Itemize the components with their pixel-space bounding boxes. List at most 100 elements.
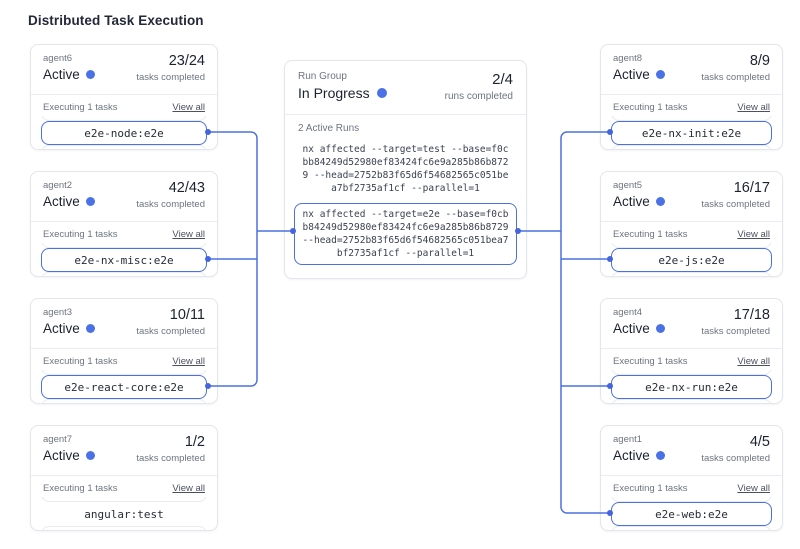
agent-name-label: agent8 xyxy=(613,53,643,64)
task-list: e2e-nx-misc:e2e xyxy=(41,243,207,276)
tasks-count: 1/2 xyxy=(184,434,205,450)
active-status-dot-icon xyxy=(655,324,665,333)
agent-name-label: agent5 xyxy=(613,180,643,191)
ghost-task-pill xyxy=(41,272,207,276)
ghost-task-pill xyxy=(41,526,207,530)
task-pill[interactable]: e2e-react-core:e2e xyxy=(41,375,207,399)
task-pill[interactable]: e2e-node:e2e xyxy=(41,121,207,145)
in-progress-dot-icon xyxy=(376,88,387,98)
task-pill[interactable]: e2e-nx-misc:e2e xyxy=(41,248,207,272)
active-status-dot-icon xyxy=(85,324,95,333)
tasks-completed-label: tasks completed xyxy=(701,326,770,337)
view-all-link[interactable]: View all xyxy=(737,101,770,113)
agent-name-label: agent4 xyxy=(613,307,643,318)
agent-status: Active xyxy=(613,321,665,336)
task-pill[interactable]: e2e-js:e2e xyxy=(611,248,772,272)
agent-card: agent6 Active 23/24 tasks completed Exec… xyxy=(30,44,218,150)
agent-card-header: agent3 Active 10/11 tasks completed xyxy=(31,299,217,349)
run-group-header: Run Group In Progress 2/4 runs completed xyxy=(285,61,526,115)
agent-card-header: agent1 Active 4/5 tasks completed xyxy=(601,426,782,476)
run-command[interactable]: nx affected --target=e2e --base=f0cbb842… xyxy=(294,203,517,265)
agent-card-header: agent5 Active 16/17 tasks completed xyxy=(601,172,782,222)
tasks-count: 16/17 xyxy=(733,180,770,196)
task-list: e2e-nx-run:e2e xyxy=(611,370,772,403)
agent-card-body: Executing 1 tasks View all e2e-nx-misc:e… xyxy=(31,222,217,276)
agent-status: Active xyxy=(43,321,95,336)
active-status-dot-icon xyxy=(85,451,95,460)
agent-name-label: agent6 xyxy=(43,53,73,64)
tasks-count: 23/24 xyxy=(168,53,205,69)
tasks-completed-label: tasks completed xyxy=(136,453,205,464)
task-list: e2e-react-core:e2e xyxy=(41,370,207,403)
task-pill[interactable]: angular:test xyxy=(41,502,207,526)
active-status-dot-icon xyxy=(655,70,665,79)
view-all-link[interactable]: View all xyxy=(737,482,770,494)
ghost-task-pill xyxy=(611,145,772,149)
ghost-task-pill xyxy=(41,145,207,149)
active-runs-label: 2 Active Runs xyxy=(298,123,360,134)
tasks-completed-label: tasks completed xyxy=(701,72,770,83)
agent-status-label: Active xyxy=(613,448,650,463)
run-command-list: nx affected --target=test --base=f0cbb84… xyxy=(294,140,517,265)
agent-card-body: Executing 1 tasks View all e2e-node:e2e xyxy=(31,95,217,149)
run-group-body: 2 Active Runs nx affected --target=test … xyxy=(285,115,526,265)
task-pill[interactable]: e2e-nx-run:e2e xyxy=(611,375,772,399)
agent-status-label: Active xyxy=(43,321,80,336)
tasks-count: 4/5 xyxy=(749,434,770,450)
tasks-completed-label: tasks completed xyxy=(701,199,770,210)
agent-status-label: Active xyxy=(43,67,80,82)
ghost-task-pill xyxy=(611,272,772,276)
task-pill[interactable]: e2e-nx-init:e2e xyxy=(611,121,772,145)
agent-card: agent3 Active 10/11 tasks completed Exec… xyxy=(30,298,218,404)
view-all-link[interactable]: View all xyxy=(172,228,205,240)
active-status-dot-icon xyxy=(85,70,95,79)
executing-tasks-label: Executing 1 tasks xyxy=(613,228,688,240)
view-all-link[interactable]: View all xyxy=(172,482,205,494)
executing-tasks-label: Executing 1 tasks xyxy=(613,482,688,494)
active-status-dot-icon xyxy=(85,197,95,206)
tasks-completed-label: tasks completed xyxy=(701,453,770,464)
tasks-count: 17/18 xyxy=(733,307,770,323)
agent-card: agent1 Active 4/5 tasks completed Execut… xyxy=(600,425,783,531)
agent-card-header: agent8 Active 8/9 tasks completed xyxy=(601,45,782,95)
active-status-dot-icon xyxy=(655,451,665,460)
agent-card: agent2 Active 42/43 tasks completed Exec… xyxy=(30,171,218,277)
tasks-completed-label: tasks completed xyxy=(136,72,205,83)
runs-completed-label: runs completed xyxy=(444,91,513,102)
run-group-label: Run Group xyxy=(298,71,347,82)
task-list: e2e-js:e2e xyxy=(611,243,772,276)
task-list: e2e-nx-init:e2e xyxy=(611,116,772,149)
ghost-task-pill xyxy=(611,526,772,530)
agent-card-header: agent4 Active 17/18 tasks completed xyxy=(601,299,782,349)
agent-status: Active xyxy=(613,448,665,463)
run-command[interactable]: nx affected --target=test --base=f0cbb84… xyxy=(302,144,509,194)
agent-card-body: Executing 1 tasks View all e2e-nx-run:e2… xyxy=(601,349,782,403)
agent-name-label: agent7 xyxy=(43,434,73,445)
run-group-status: In Progress xyxy=(298,85,387,101)
left-connectors xyxy=(208,131,293,387)
agent-name-label: agent3 xyxy=(43,307,73,318)
task-pill[interactable]: e2e-web:e2e xyxy=(611,502,772,526)
view-all-link[interactable]: View all xyxy=(737,355,770,367)
agent-status: Active xyxy=(43,67,95,82)
agent-status: Active xyxy=(43,448,95,463)
right-agents-column: agent8 Active 8/9 tasks completed Execut… xyxy=(600,44,783,531)
agent-card-body: Executing 1 tasks View all angular:test xyxy=(31,476,217,530)
agent-card: agent5 Active 16/17 tasks completed Exec… xyxy=(600,171,783,277)
executing-tasks-label: Executing 1 tasks xyxy=(43,101,118,113)
tasks-count: 8/9 xyxy=(749,53,770,69)
executing-tasks-label: Executing 1 tasks xyxy=(43,482,118,494)
view-all-link[interactable]: View all xyxy=(737,228,770,240)
agent-status-label: Active xyxy=(43,194,80,209)
run-group-status-label: In Progress xyxy=(298,85,370,101)
ghost-task-pill xyxy=(41,399,207,403)
view-all-link[interactable]: View all xyxy=(172,355,205,367)
left-agents-column: agent6 Active 23/24 tasks completed Exec… xyxy=(30,44,218,531)
executing-tasks-label: Executing 1 tasks xyxy=(613,355,688,367)
agent-name-label: agent2 xyxy=(43,180,73,191)
page-title: Distributed Task Execution xyxy=(28,13,204,28)
view-all-link[interactable]: View all xyxy=(172,101,205,113)
agent-card: agent7 Active 1/2 tasks completed Execut… xyxy=(30,425,218,531)
agent-status-label: Active xyxy=(613,321,650,336)
agent-card-header: agent2 Active 42/43 tasks completed xyxy=(31,172,217,222)
